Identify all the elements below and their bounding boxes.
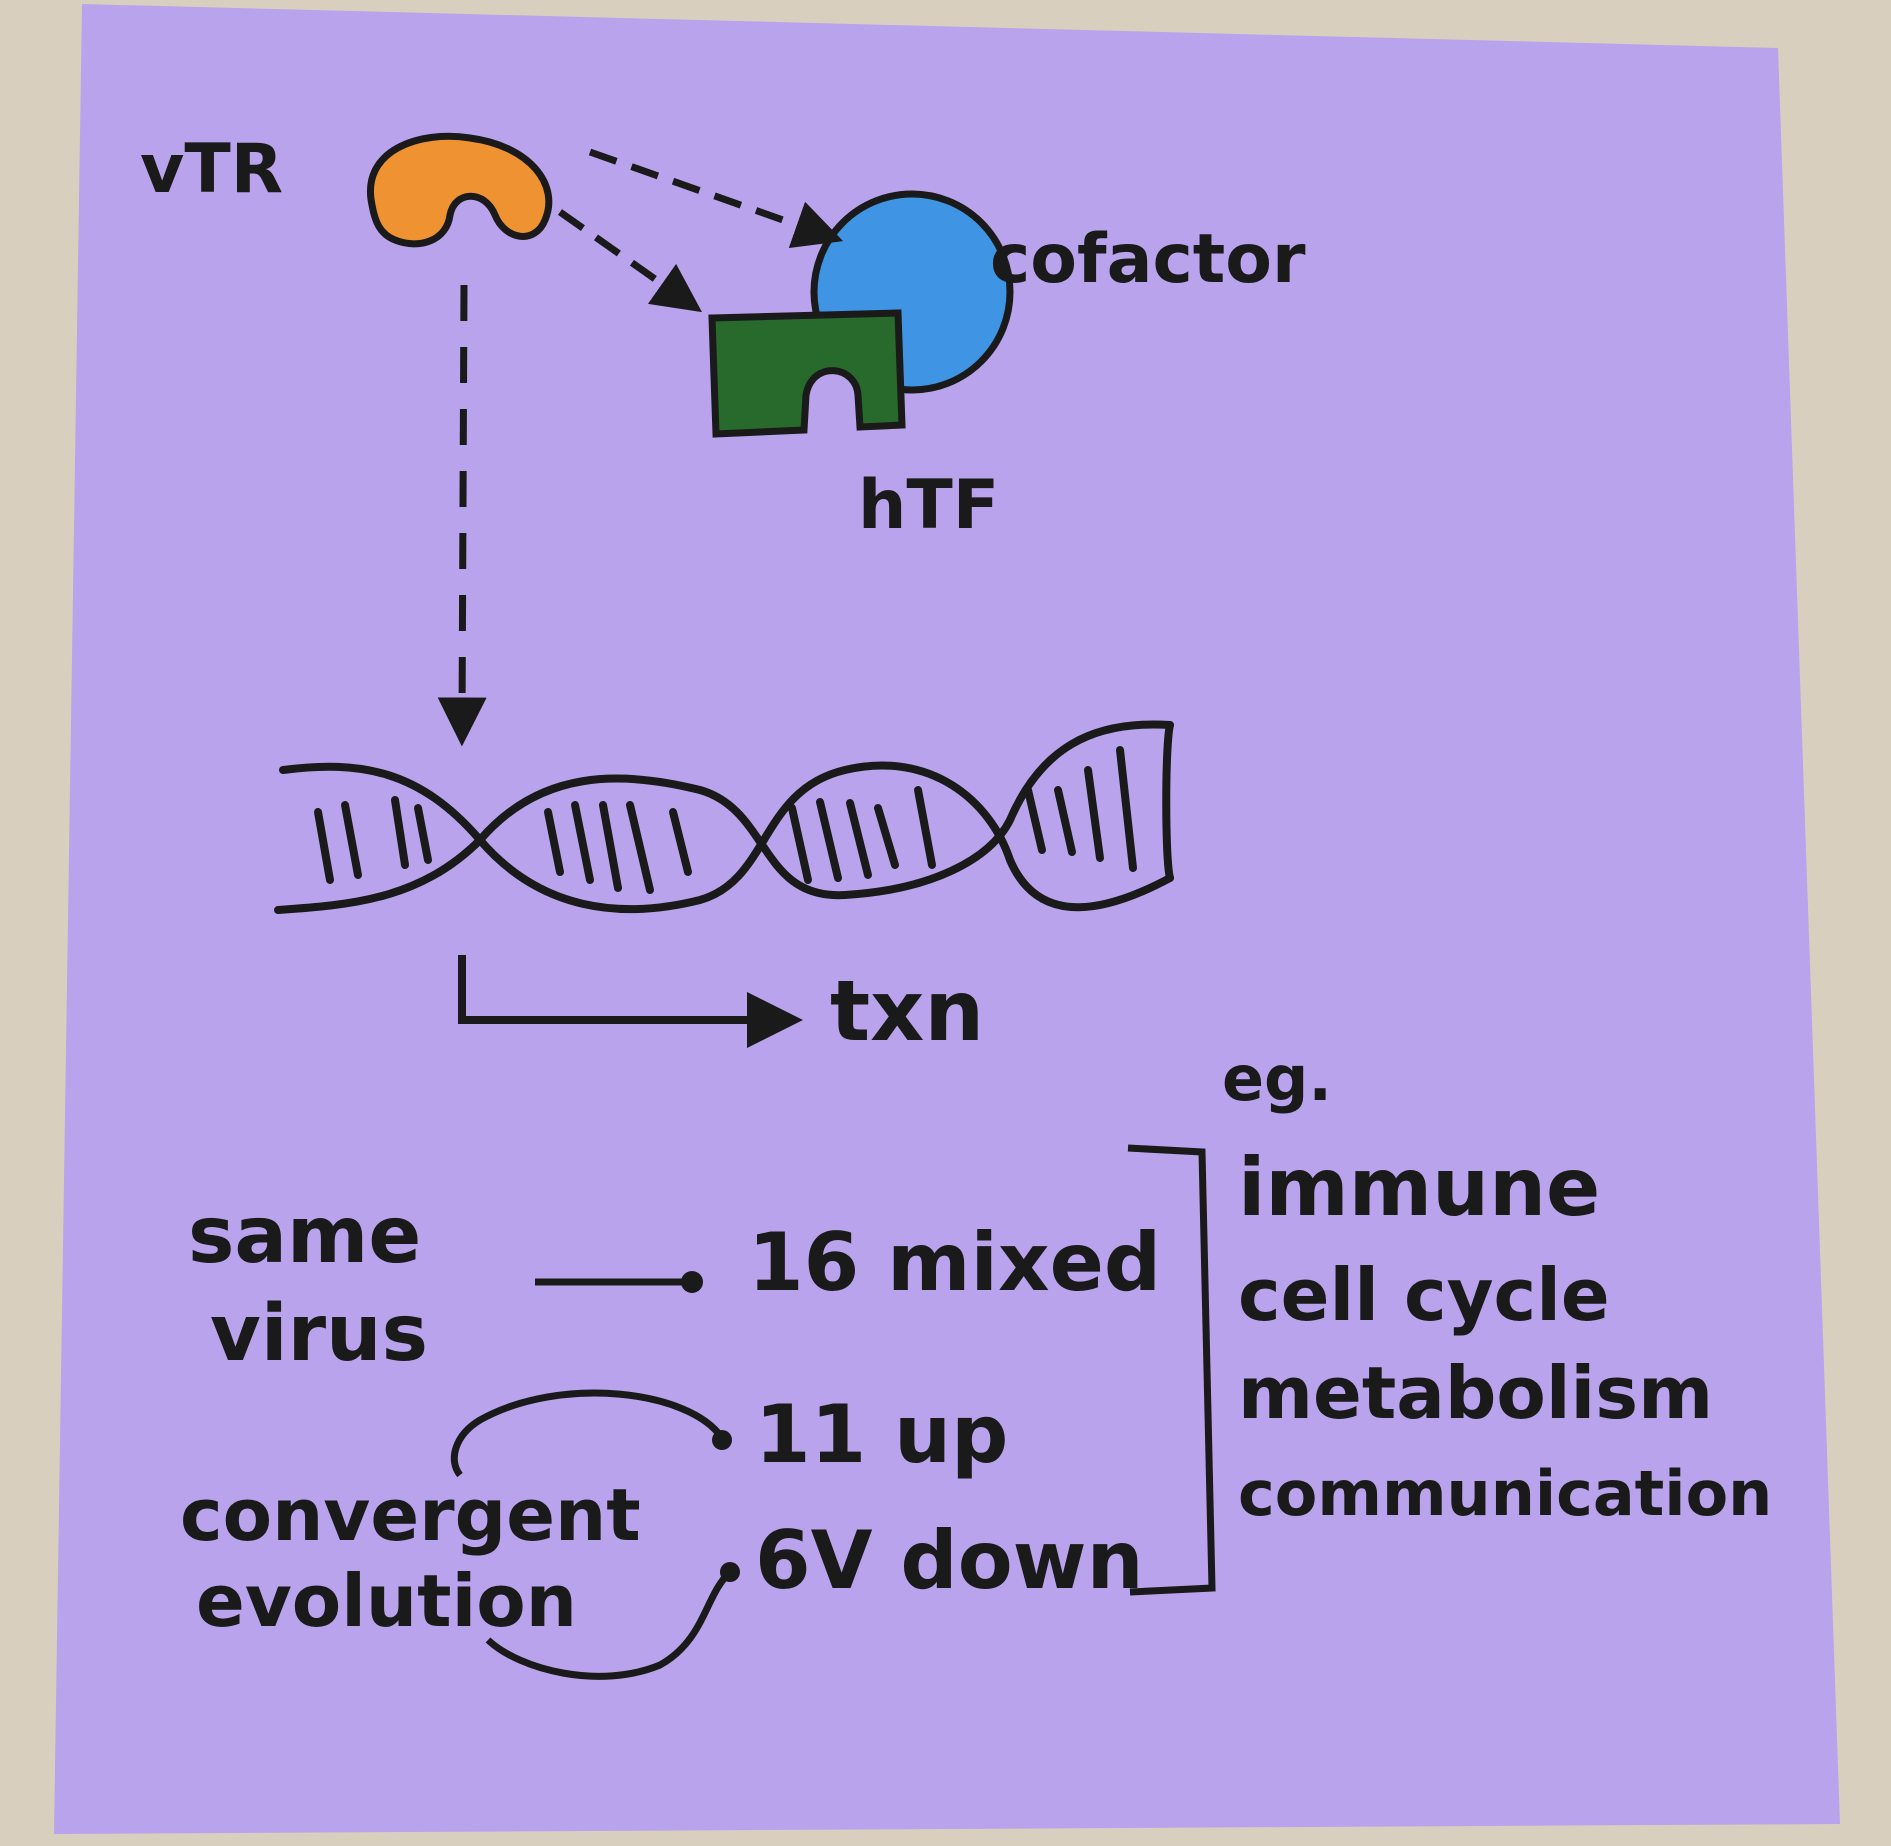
down-count: 6V down xyxy=(755,1514,1144,1607)
convergent-up-loop xyxy=(450,1389,725,1478)
up-bullet-dot xyxy=(712,1430,732,1450)
htf-protein-icon xyxy=(708,309,906,438)
example-metabolism: metabolism xyxy=(1238,1351,1713,1435)
example-communication: communication xyxy=(1238,1457,1772,1530)
vtr-to-cofactor-arrow xyxy=(588,148,844,248)
convergent-label: convergent xyxy=(180,1473,641,1557)
vtr-to-dna-arrow xyxy=(437,284,487,747)
examples-header: eg. xyxy=(1222,1042,1332,1115)
virus-label: virus xyxy=(210,1289,428,1379)
example-cell-cycle: cell cycle xyxy=(1238,1253,1610,1337)
cofactor-label: cofactor xyxy=(990,220,1306,299)
mixed-count: 16 mixed xyxy=(748,1216,1161,1309)
mixed-bullet-dot xyxy=(681,1271,703,1293)
evolution-label: evolution xyxy=(196,1559,577,1643)
up-count: 11 up xyxy=(755,1388,1008,1481)
dna-helix-icon xyxy=(274,720,1174,914)
down-bullet-dot xyxy=(720,1562,740,1582)
txn-label: txn xyxy=(830,962,984,1060)
convergent-down-loop xyxy=(485,1569,733,1680)
vtr-label: vTR xyxy=(140,130,283,209)
htf-label: hTF xyxy=(858,466,999,545)
example-immune: immune xyxy=(1238,1141,1600,1234)
vtr-protein-icon xyxy=(367,132,553,248)
sticky-note xyxy=(54,4,1840,1834)
categories-bracket xyxy=(1127,1144,1216,1596)
same-label: same xyxy=(188,1191,421,1281)
vtr-to-htf-arrow xyxy=(557,209,703,313)
transcription-start-arrow xyxy=(458,955,803,1048)
